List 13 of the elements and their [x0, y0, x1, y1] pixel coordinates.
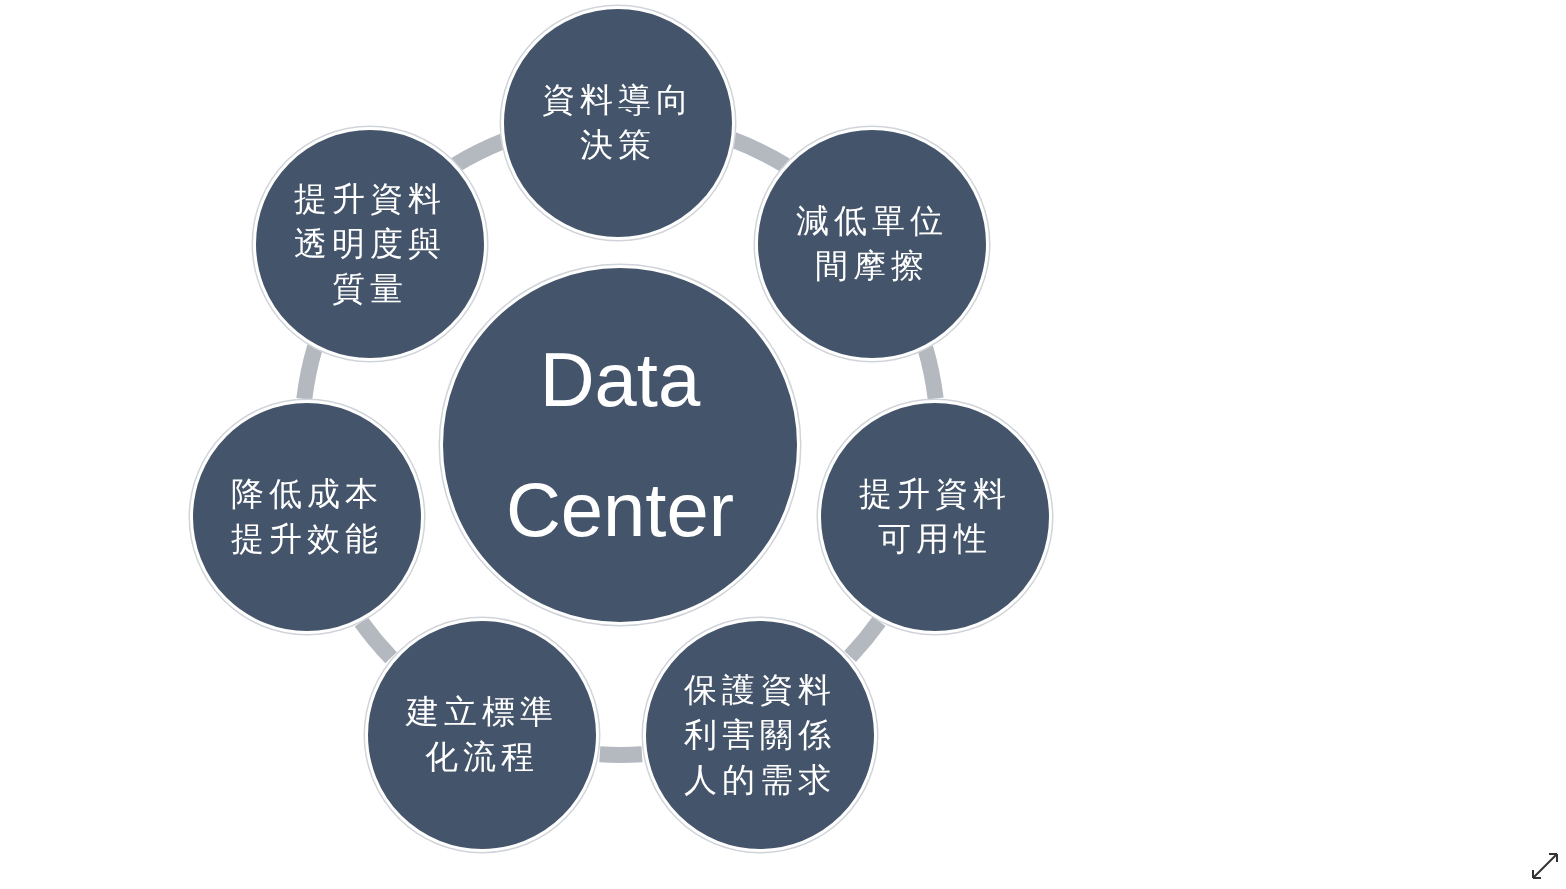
- ring-connector: [917, 345, 944, 400]
- topic-label: 降低成本提升效能: [230, 475, 384, 559]
- topic-label: 減低單位間摩擦: [795, 202, 949, 286]
- ring-connector: [599, 746, 643, 763]
- topic-label: 提升資料可用性: [858, 475, 1012, 559]
- topic-label: 提升資料透明度與質量: [293, 179, 447, 309]
- center-label: Data Center: [504, 336, 736, 554]
- ring-connector: [844, 616, 886, 662]
- ring-connector: [296, 344, 323, 401]
- topic-label: 建立標準化流程: [405, 693, 559, 777]
- topic-label: 資料導向決策: [541, 81, 695, 165]
- topic-label: 保護資料利害關係人的需求: [683, 670, 837, 800]
- ring-connector: [354, 617, 397, 664]
